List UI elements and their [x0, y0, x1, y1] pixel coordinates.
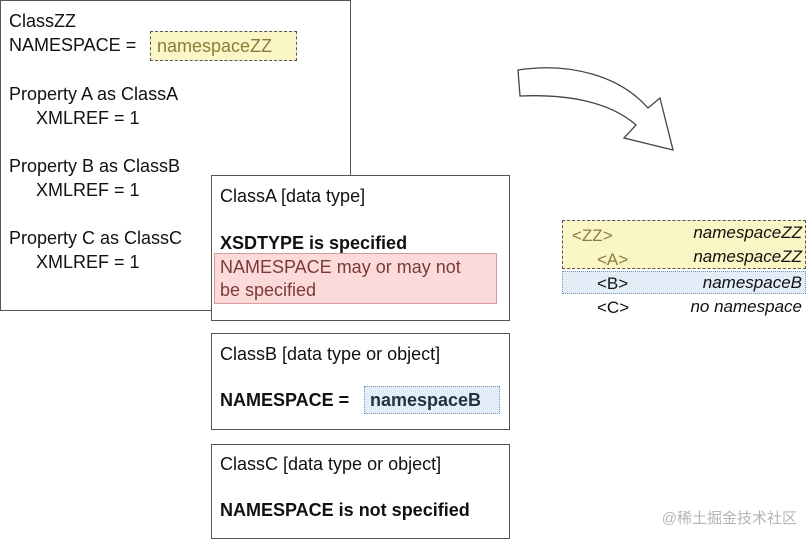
classb-box: ClassB [data type or object] NAMESPACE =…	[211, 333, 510, 430]
property-c-label: Property C as ClassC	[9, 228, 183, 248]
property-c-xmlref: XMLREF = 1	[36, 252, 140, 272]
output-ns-a: namespaceZZ	[693, 247, 802, 266]
output-tag-b: <B>	[597, 274, 629, 293]
property-a-xmlref: XMLREF = 1	[36, 108, 140, 128]
classc-namespace-text: NAMESPACE is not specified	[220, 500, 470, 520]
classb-namespace-value: namespaceB	[370, 390, 482, 410]
classzz-namespace-label: NAMESPACE =	[9, 35, 137, 55]
output-tag-a: <A>	[597, 250, 629, 269]
property-a-label: Property A as ClassA	[9, 84, 179, 104]
classc-title: ClassC [data type or object]	[220, 454, 442, 474]
watermark: @稀土掘金技术社区	[661, 510, 797, 527]
property-b-xmlref: XMLREF = 1	[36, 180, 140, 200]
property-b-label: Property B as ClassB	[9, 156, 181, 176]
classa-namespace-note: NAMESPACE may or may not be specified	[214, 253, 497, 304]
output-ns-zz: namespaceZZ	[693, 223, 802, 242]
classa-namespace-line1: NAMESPACE may or may not	[220, 257, 461, 277]
classb-title: ClassB [data type or object]	[220, 344, 441, 364]
classa-xsdtype-text: XSDTYPE is specified	[220, 233, 408, 253]
transform-arrow-shape	[517, 67, 674, 151]
output-ns-c: no namespace	[690, 297, 802, 316]
classb-namespace-highlight: namespaceB	[364, 386, 500, 414]
output-ns-b: namespaceB	[702, 273, 802, 292]
output-zz-a-group	[562, 220, 806, 269]
classb-namespace-label: NAMESPACE =	[220, 390, 350, 410]
output-tag-zz: <ZZ>	[572, 226, 613, 245]
output-b-row-highlight	[562, 271, 806, 294]
classzz-namespace-highlight: namespaceZZ	[150, 31, 297, 61]
classa-box: ClassA [data type] XSDTYPE is specified …	[211, 175, 510, 321]
classc-box: ClassC [data type or object] NAMESPACE i…	[211, 444, 510, 539]
classa-namespace-line2: be specified	[220, 280, 317, 300]
classa-title: ClassA [data type]	[220, 186, 366, 206]
transform-arrow	[517, 67, 674, 151]
classzz-title: ClassZZ	[9, 11, 76, 31]
classzz-namespace-value: namespaceZZ	[157, 36, 273, 56]
output-tag-c: <C>	[597, 298, 630, 317]
classzz-box: ClassZZ NAMESPACE = namespaceZZ Property…	[0, 0, 351, 311]
